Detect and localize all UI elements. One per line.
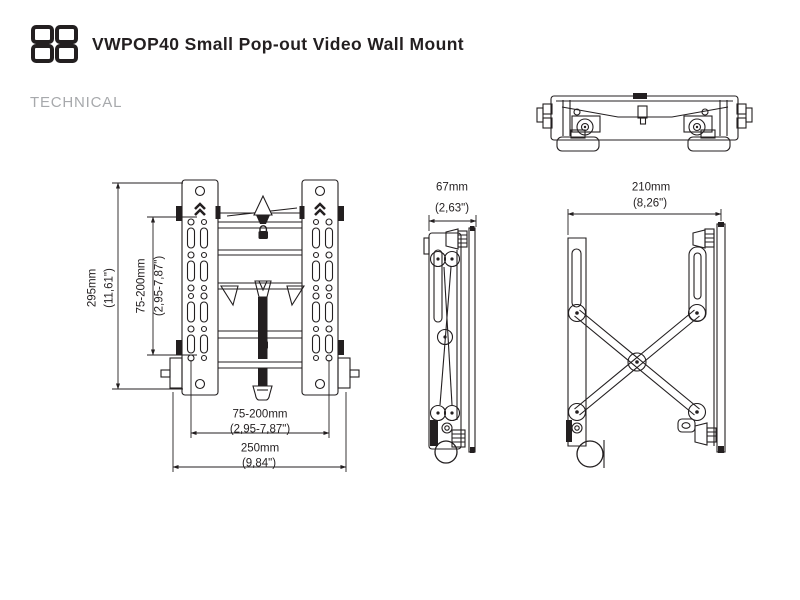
side-view-extended bbox=[566, 222, 726, 468]
side-view-retracted bbox=[423, 226, 476, 464]
dim-front-height-in: (11,61") bbox=[103, 268, 116, 308]
side-dimension-lines bbox=[428, 215, 477, 231]
header: VWPOP40 Small Pop-out Video Wall Mount bbox=[30, 24, 464, 64]
extended-dimension-lines bbox=[567, 209, 722, 235]
top-view bbox=[536, 93, 753, 152]
dim-front-width-mm: 250mm bbox=[240, 442, 280, 455]
page-title: VWPOP40 Small Pop-out Video Wall Mount bbox=[92, 33, 465, 54]
dim-extended-depth-mm: 210mm bbox=[631, 181, 671, 194]
dim-front-vesa-horizontal-in: (2,95-7,87") bbox=[229, 423, 291, 436]
front-view bbox=[159, 179, 361, 401]
dim-front-vesa-vertical-in: (2,95-7,87") bbox=[153, 255, 166, 317]
section-label: TECHNICAL bbox=[30, 94, 123, 111]
lock-icon bbox=[258, 225, 268, 239]
dim-front-height-mm: 295mm bbox=[86, 268, 99, 308]
dim-side-depth-mm: 67mm bbox=[436, 181, 468, 194]
front-dimension-lines bbox=[112, 182, 347, 472]
dim-side-depth-in: (2,63") bbox=[434, 202, 470, 215]
dim-front-vesa-horizontal-mm: 75-200mm bbox=[232, 408, 288, 421]
dim-front-vesa-vertical-mm: 75-200mm bbox=[135, 258, 148, 314]
dim-extended-depth-in: (8,26") bbox=[632, 197, 668, 210]
video-wall-grid-icon bbox=[31, 25, 78, 63]
dim-front-width-in: (9,84") bbox=[241, 457, 277, 470]
